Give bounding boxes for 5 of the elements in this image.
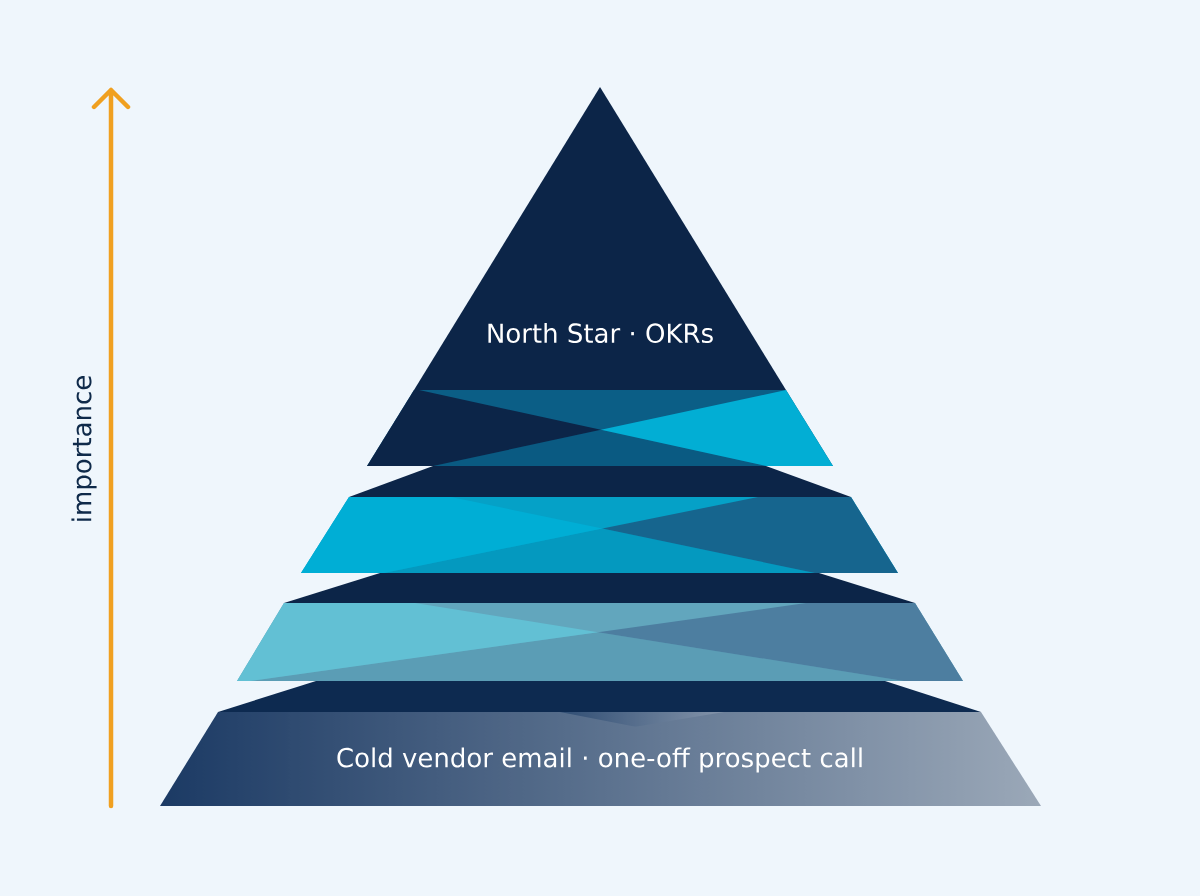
pyramid-tier: Cold vendor email · one-off prospect call [160,681,1041,806]
pyramid-tier: North Star · OKRs [367,87,833,466]
pyramid-tier [237,573,963,681]
axis-label: importance [71,376,97,521]
pyramid-tier [301,466,898,573]
